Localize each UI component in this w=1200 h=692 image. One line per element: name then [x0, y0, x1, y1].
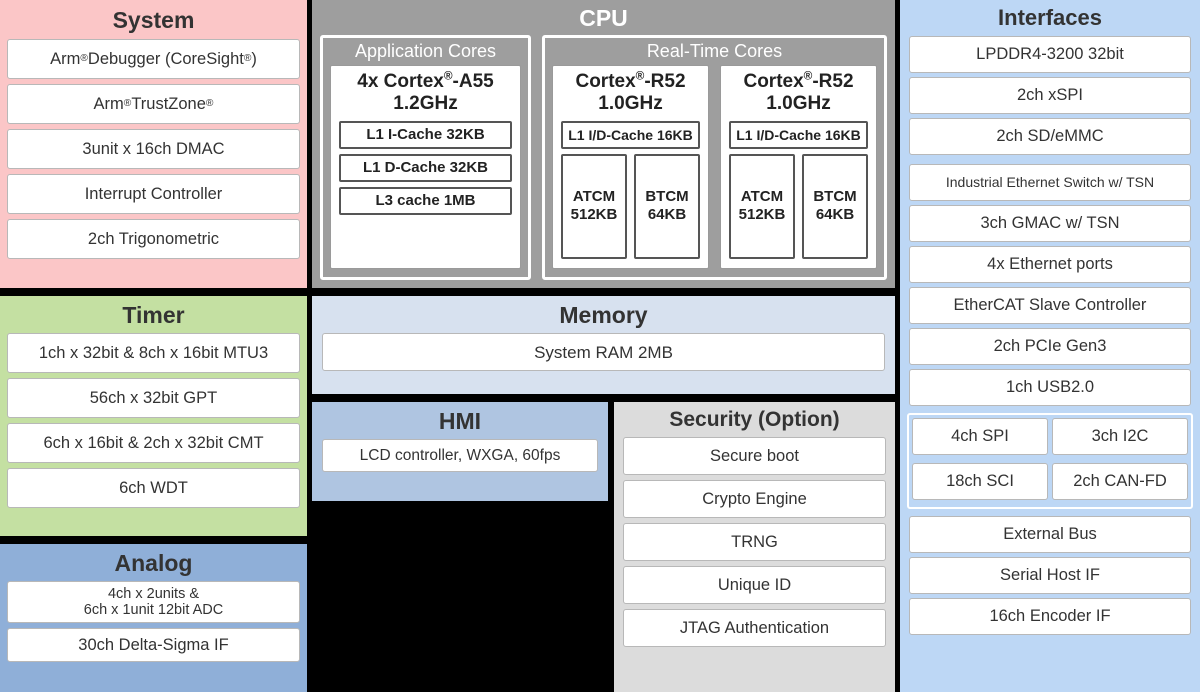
- system-item-trigonometric: 2ch Trigonometric: [7, 219, 300, 260]
- block-timer: Timer 1ch x 32bit & 8ch x 16bit MTU3 56c…: [0, 296, 307, 536]
- interfaces-item-i2c: 3ch I2C: [1052, 418, 1188, 456]
- tcm-r52-2-atcm-size: 512KB: [738, 206, 786, 224]
- core-name-a55: 4x Cortex®-A55 1.2GHz: [339, 69, 512, 115]
- block-title-hmi: HMI: [438, 408, 482, 434]
- core-name-r52-1-line1: Cortex®-R52: [575, 69, 686, 93]
- tcm-r52-2-atcm: ATCM 512KB: [729, 153, 795, 259]
- interfaces-item-serial-host-if: Serial Host IF: [909, 557, 1191, 595]
- interfaces-item-ethercat: EtherCAT Slave Controller: [909, 287, 1191, 325]
- tcm-r52-1-atcm-name: ATCM: [572, 188, 616, 206]
- core-card-r52-2: Cortex®-R52 1.0GHz L1 I/D-Cache 16KB ATC…: [720, 65, 877, 269]
- interfaces-item-usb: 1ch USB2.0: [909, 369, 1191, 407]
- core-name-r52-2: Cortex®-R52 1.0GHz: [729, 69, 868, 115]
- memory-item-system-ram: System RAM 2MB: [322, 333, 885, 372]
- timer-item-mtu3: 1ch x 32bit & 8ch x 16bit MTU3: [7, 333, 300, 374]
- tcm-r52-1-btcm-name: BTCM: [645, 188, 689, 206]
- core-name-r52-2-line2: 1.0GHz: [766, 92, 831, 114]
- tcm-r52-1-btcm-size: 64KB: [647, 206, 687, 224]
- block-title-system: System: [112, 7, 195, 33]
- interfaces-item-spi: 4ch SPI: [912, 418, 1048, 456]
- interfaces-group-serial: 4ch SPI 3ch I2C 18ch SCI 2ch CAN-FD: [907, 413, 1193, 510]
- cache-a55-l1d: L1 D-Cache 32KB: [339, 153, 512, 182]
- tcm-r52-2-btcm-name: BTCM: [813, 188, 857, 206]
- interfaces-item-ethernet-ports: 4x Ethernet ports: [909, 246, 1191, 284]
- core-name-a55-line1: 4x Cortex®-A55: [357, 69, 494, 93]
- analog-adc-line1: 4ch x 2units &: [107, 585, 200, 602]
- analog-item-delta-sigma: 30ch Delta-Sigma IF: [7, 628, 300, 663]
- tcm-r52-2-atcm-name: ATCM: [740, 188, 784, 206]
- block-interfaces: Interfaces LPDDR4-3200 32bit 2ch xSPI 2c…: [900, 0, 1200, 692]
- interfaces-item-pcie: 2ch PCIe Gen3: [909, 328, 1191, 366]
- system-item-trustzone: Arm® TrustZone®: [7, 84, 300, 125]
- block-security: Security (Option) Secure boot Crypto Eng…: [614, 402, 895, 692]
- analog-adc-line2: 6ch x 1unit 12bit ADC: [83, 602, 224, 619]
- panel-title-application-cores: Application Cores: [354, 41, 497, 62]
- block-title-security: Security (Option): [669, 408, 840, 431]
- interfaces-item-can-fd: 2ch CAN-FD: [1052, 463, 1188, 501]
- system-item-dmac: 3unit x 16ch DMAC: [7, 129, 300, 170]
- tcm-r52-1-btcm: BTCM 64KB: [634, 153, 700, 259]
- interfaces-item-encoder-if: 16ch Encoder IF: [909, 598, 1191, 636]
- interfaces-group-memory: LPDDR4-3200 32bit 2ch xSPI 2ch SD/eMMC: [907, 34, 1193, 157]
- block-cpu: CPU Application Cores 4x Cortex®-A55 1.2…: [312, 0, 895, 288]
- interfaces-item-lpddr4: LPDDR4-3200 32bit: [909, 36, 1191, 74]
- interfaces-item-industrial-ethernet-switch: Industrial Ethernet Switch w/ TSN: [909, 164, 1191, 202]
- core-name-a55-line2: 1.2GHz: [393, 92, 458, 114]
- interfaces-item-xspi: 2ch xSPI: [909, 77, 1191, 115]
- core-name-r52-1: Cortex®-R52 1.0GHz: [561, 69, 700, 115]
- core-name-r52-2-line1: Cortex®-R52: [743, 69, 854, 93]
- hmi-item-lcd-controller: LCD controller, WXGA, 60fps: [322, 439, 598, 473]
- system-item-arm-debugger: Arm® Debugger (CoreSight®): [7, 39, 300, 80]
- tcm-row-r52-1: ATCM 512KB BTCM 64KB: [561, 153, 700, 259]
- core-card-a55: 4x Cortex®-A55 1.2GHz L1 I-Cache 32KB L1…: [330, 65, 521, 269]
- interfaces-group-network: Industrial Ethernet Switch w/ TSN 3ch GM…: [907, 162, 1193, 408]
- panel-real-time-cores: Real-Time Cores Cortex®-R52 1.0GHz L1 I/…: [542, 35, 887, 280]
- interfaces-item-external-bus: External Bus: [909, 516, 1191, 554]
- system-item-interrupt-controller: Interrupt Controller: [7, 174, 300, 215]
- tcm-r52-2-btcm-size: 64KB: [815, 206, 855, 224]
- security-item-secure-boot: Secure boot: [623, 437, 886, 476]
- core-name-r52-1-line2: 1.0GHz: [598, 92, 663, 114]
- panel-application-cores: Application Cores 4x Cortex®-A55 1.2GHz …: [320, 35, 531, 280]
- timer-item-gpt: 56ch x 32bit GPT: [7, 378, 300, 419]
- real-time-core-row: Cortex®-R52 1.0GHz L1 I/D-Cache 16KB ATC…: [552, 65, 877, 269]
- block-system: System Arm® Debugger (CoreSight®) Arm® T…: [0, 0, 307, 288]
- interfaces-item-gmac: 3ch GMAC w/ TSN: [909, 205, 1191, 243]
- block-title-memory: Memory: [559, 302, 648, 328]
- analog-item-adc: 4ch x 2units & 6ch x 1unit 12bit ADC: [7, 581, 300, 624]
- tcm-row-r52-2: ATCM 512KB BTCM 64KB: [729, 153, 868, 259]
- block-title-interfaces: Interfaces: [998, 5, 1102, 30]
- tcm-r52-2-btcm: BTCM 64KB: [802, 153, 868, 259]
- block-title-analog: Analog: [114, 550, 193, 576]
- timer-item-cmt: 6ch x 16bit & 2ch x 32bit CMT: [7, 423, 300, 464]
- security-item-jtag-authentication: JTAG Authentication: [623, 609, 886, 648]
- security-item-crypto-engine: Crypto Engine: [623, 480, 886, 519]
- interfaces-item-sd-emmc: 2ch SD/eMMC: [909, 118, 1191, 156]
- block-title-timer: Timer: [122, 302, 185, 328]
- security-item-unique-id: Unique ID: [623, 566, 886, 605]
- tcm-r52-1-atcm: ATCM 512KB: [561, 153, 627, 259]
- cache-a55-l1i: L1 I-Cache 32KB: [339, 120, 512, 149]
- cache-a55-l3: L3 cache 1MB: [339, 186, 512, 215]
- block-hmi: HMI LCD controller, WXGA, 60fps: [312, 402, 608, 501]
- block-analog: Analog 4ch x 2units & 6ch x 1unit 12bit …: [0, 544, 307, 692]
- block-memory: Memory System RAM 2MB: [312, 296, 895, 394]
- interfaces-group-misc: External Bus Serial Host IF 16ch Encoder…: [907, 514, 1193, 637]
- block-title-cpu: CPU: [579, 5, 628, 31]
- security-item-trng: TRNG: [623, 523, 886, 562]
- cache-r52-1-l1: L1 I/D-Cache 16KB: [561, 120, 700, 149]
- interfaces-serial-grid: 4ch SPI 3ch I2C 18ch SCI 2ch CAN-FD: [912, 418, 1188, 504]
- tcm-r52-1-atcm-size: 512KB: [570, 206, 618, 224]
- core-card-r52-1: Cortex®-R52 1.0GHz L1 I/D-Cache 16KB ATC…: [552, 65, 709, 269]
- interfaces-item-sci: 18ch SCI: [912, 463, 1048, 501]
- cpu-panels: Application Cores 4x Cortex®-A55 1.2GHz …: [320, 35, 887, 280]
- cache-r52-2-l1: L1 I/D-Cache 16KB: [729, 120, 868, 149]
- panel-title-real-time-cores: Real-Time Cores: [646, 41, 783, 62]
- timer-item-wdt: 6ch WDT: [7, 468, 300, 509]
